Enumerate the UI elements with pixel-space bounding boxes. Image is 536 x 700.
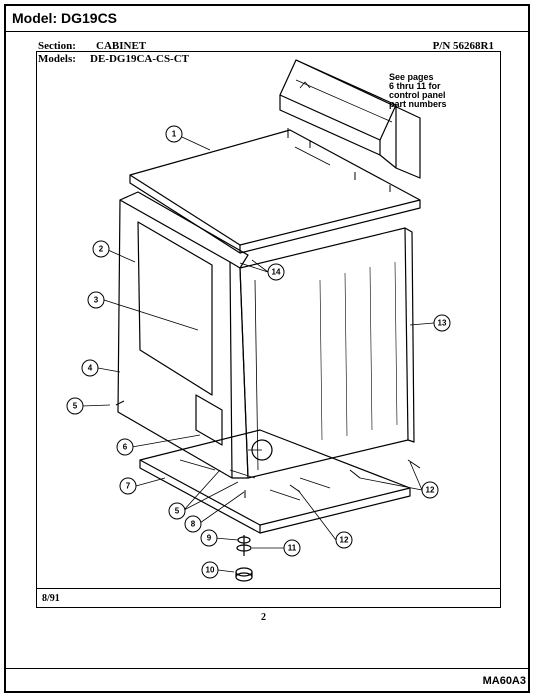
svg-text:10: 10: [206, 566, 215, 575]
callout-1: 1: [165, 125, 183, 143]
footer-divider: [4, 668, 530, 669]
svg-text:2: 2: [99, 245, 104, 254]
callout-7: 7: [119, 477, 137, 495]
models-line: Models: DE-DG19CA-CS-CT: [38, 53, 189, 65]
callout-14: 14: [267, 263, 285, 281]
model-title: Model: DG19CS: [12, 10, 118, 26]
callout-6: 6: [116, 438, 134, 456]
callout-5b: 5: [168, 502, 186, 520]
svg-text:8: 8: [191, 520, 196, 529]
svg-text:5: 5: [73, 402, 78, 411]
callout-3: 3: [87, 291, 105, 309]
part-number: P/N 56268R1: [432, 40, 494, 52]
models-label: Models:: [38, 53, 76, 65]
callout-11: 11: [283, 539, 301, 557]
page-number: 2: [261, 612, 266, 623]
top-panel-drawing: [129, 129, 421, 254]
page-border: [4, 4, 530, 693]
screws-drawing: [115, 128, 421, 498]
document-code: MA60A3: [482, 675, 526, 687]
front-panel-drawing: [117, 191, 249, 479]
callout-5a: 5: [66, 397, 84, 415]
svg-text:5: 5: [175, 507, 180, 516]
svg-text:6: 6: [123, 443, 128, 452]
diagram-frame: [36, 51, 501, 608]
svg-text:14: 14: [272, 268, 281, 277]
svg-text:3: 3: [94, 296, 99, 305]
callout-9: 9: [200, 529, 218, 547]
note-line: 6 thru 11 for: [389, 81, 441, 91]
svg-text:7: 7: [126, 482, 131, 491]
note-line: See pages: [389, 72, 434, 82]
header-divider: [4, 31, 530, 32]
section-label: Section:: [38, 40, 76, 52]
note-line: part numbers: [389, 99, 447, 109]
note-line: control panel: [389, 90, 446, 100]
svg-text:12: 12: [340, 536, 349, 545]
callout-12b: 12: [335, 531, 353, 549]
callout-13: 13: [433, 314, 451, 332]
callout-4: 4: [81, 359, 99, 377]
svg-text:4: 4: [88, 364, 93, 373]
section-value: CABINET: [96, 40, 147, 52]
callouts: 1 2 3 4 5 6 7 5 8 9 10 11 12 12 13 14: [66, 125, 451, 579]
date-divider: [36, 588, 501, 589]
control-panel-note: See pages 6 thru 11 for control panel pa…: [389, 73, 447, 109]
callout-10: 10: [201, 561, 219, 579]
control-panel-drawing: [279, 59, 421, 179]
leader-lines: [81, 136, 435, 573]
callout-12a: 12: [421, 481, 439, 499]
models-value: DE-DG19CA-CS-CT: [90, 53, 189, 65]
callout-2: 2: [92, 240, 110, 258]
date-code: 8/91: [42, 593, 60, 604]
svg-text:1: 1: [172, 130, 177, 139]
svg-text:11: 11: [288, 544, 297, 553]
svg-text:12: 12: [426, 486, 435, 495]
svg-text:9: 9: [207, 534, 212, 543]
callout-8: 8: [184, 515, 202, 533]
svg-text:13: 13: [438, 319, 447, 328]
leveling-leg-drawing: [235, 535, 253, 582]
